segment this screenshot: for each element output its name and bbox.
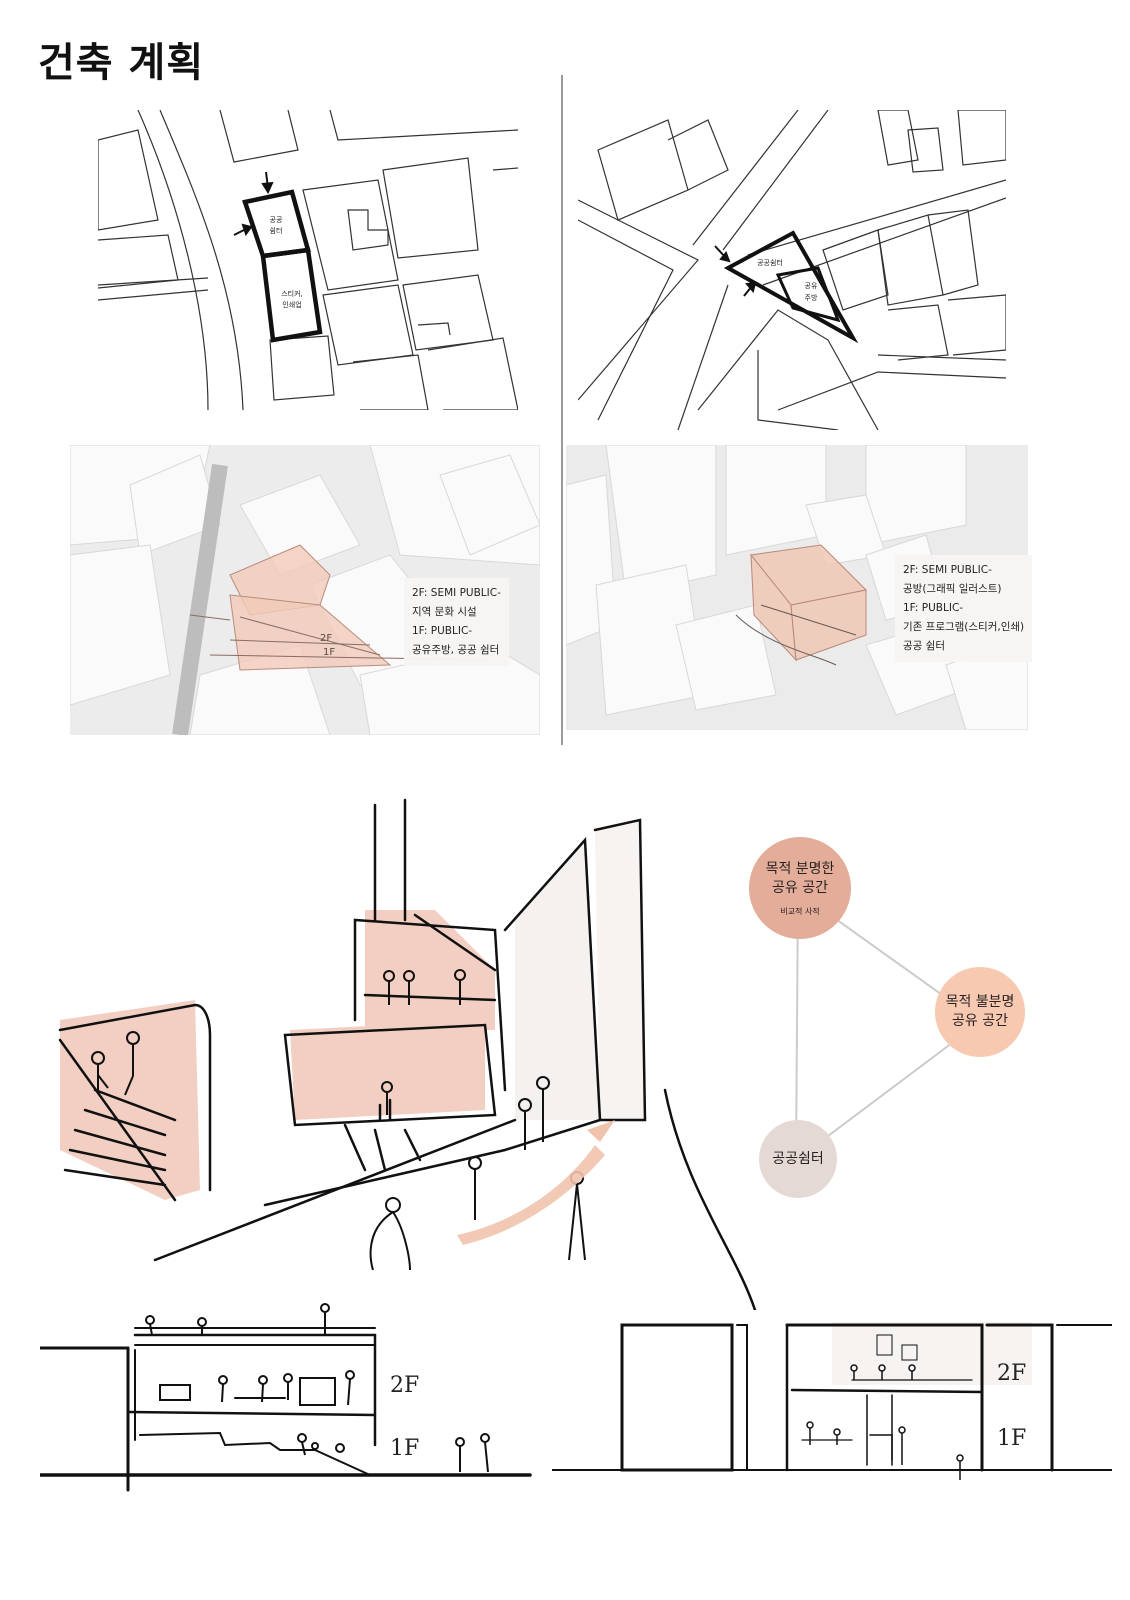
site-b-note-line: 공공 쉼터 [903, 640, 945, 652]
node-sublabel: 비교적 사적 [780, 906, 820, 916]
site-b-note-line: 공방(그래픽 일러스트) [903, 583, 1002, 595]
site-b-shelter-label: 공공쉼터 [757, 258, 783, 267]
site-a-plan: 공공 쉼터 스티커, 인쇄업 [98, 110, 518, 410]
site-b-program-note: 2F: SEMI PUBLIC- 공방(그래픽 일러스트) 1F: PUBLIC… [895, 555, 1033, 662]
site-b-note-line: 1F: PUBLIC- [903, 602, 964, 614]
site-a-shelter-label-1: 공공 [270, 216, 283, 224]
section-right: 2F 1F [552, 1322, 1112, 1480]
site-a-note-line: 지역 문화 시설 [412, 606, 477, 618]
site-a-massing-2f-mark: 2F [320, 633, 332, 644]
site-b-kitchen-label-1: 공유 [805, 282, 818, 290]
section-right-1f-label: 1F [997, 1426, 1026, 1451]
site-a-program-label-2: 인쇄업 [282, 300, 301, 309]
site-a-program-note: 2F: SEMI PUBLIC- 지역 문화 시설 1F: PUBLIC- 공유… [404, 578, 509, 666]
section-left-1f-label: 1F [390, 1436, 419, 1461]
site-b-kitchen-label-2: 주방 [805, 293, 818, 302]
section-right-2f-label: 2F [997, 1361, 1026, 1386]
site-a-massing-1f-mark: 1F [323, 647, 335, 658]
site-a-note-line: 1F: PUBLIC- [412, 625, 473, 637]
panel-divider [561, 75, 563, 745]
site-b-note-line: 기존 프로그램(스티커,인쇄) [903, 621, 1025, 633]
node-public-shelter: 공공쉼터 [759, 1120, 837, 1198]
site-a-note-line: 공유주방, 공공 쉼터 [412, 644, 500, 656]
section-left-2f-label: 2F [390, 1373, 419, 1398]
site-a-note-line: 2F: SEMI PUBLIC- [412, 587, 501, 599]
section-left: 2F 1F [40, 1303, 532, 1492]
site-b-plan: 공공쉼터 공유 주방 [578, 110, 1006, 430]
site-a-program-label-1: 스티커, [281, 289, 303, 298]
node-label: 목적 불분명 공유 공간 [945, 994, 1015, 1029]
site-a-shelter-label-2: 쉼터 [270, 226, 283, 235]
site-b-note-line: 2F: SEMI PUBLIC- [903, 564, 992, 576]
node-undefined-shared-space: 목적 불분명 공유 공간 [935, 967, 1025, 1057]
page-title: 건축 계획 [38, 40, 205, 86]
site-a-massing: 2F 1F [70, 445, 540, 735]
perspective-sketch [58, 798, 757, 1310]
node-label: 목적 분명한 공유 공간 [765, 860, 835, 896]
node-label: 공공쉼터 [772, 1150, 824, 1167]
node-defined-shared-space: 목적 분명한 공유 공간 비교적 사적 [749, 837, 851, 939]
